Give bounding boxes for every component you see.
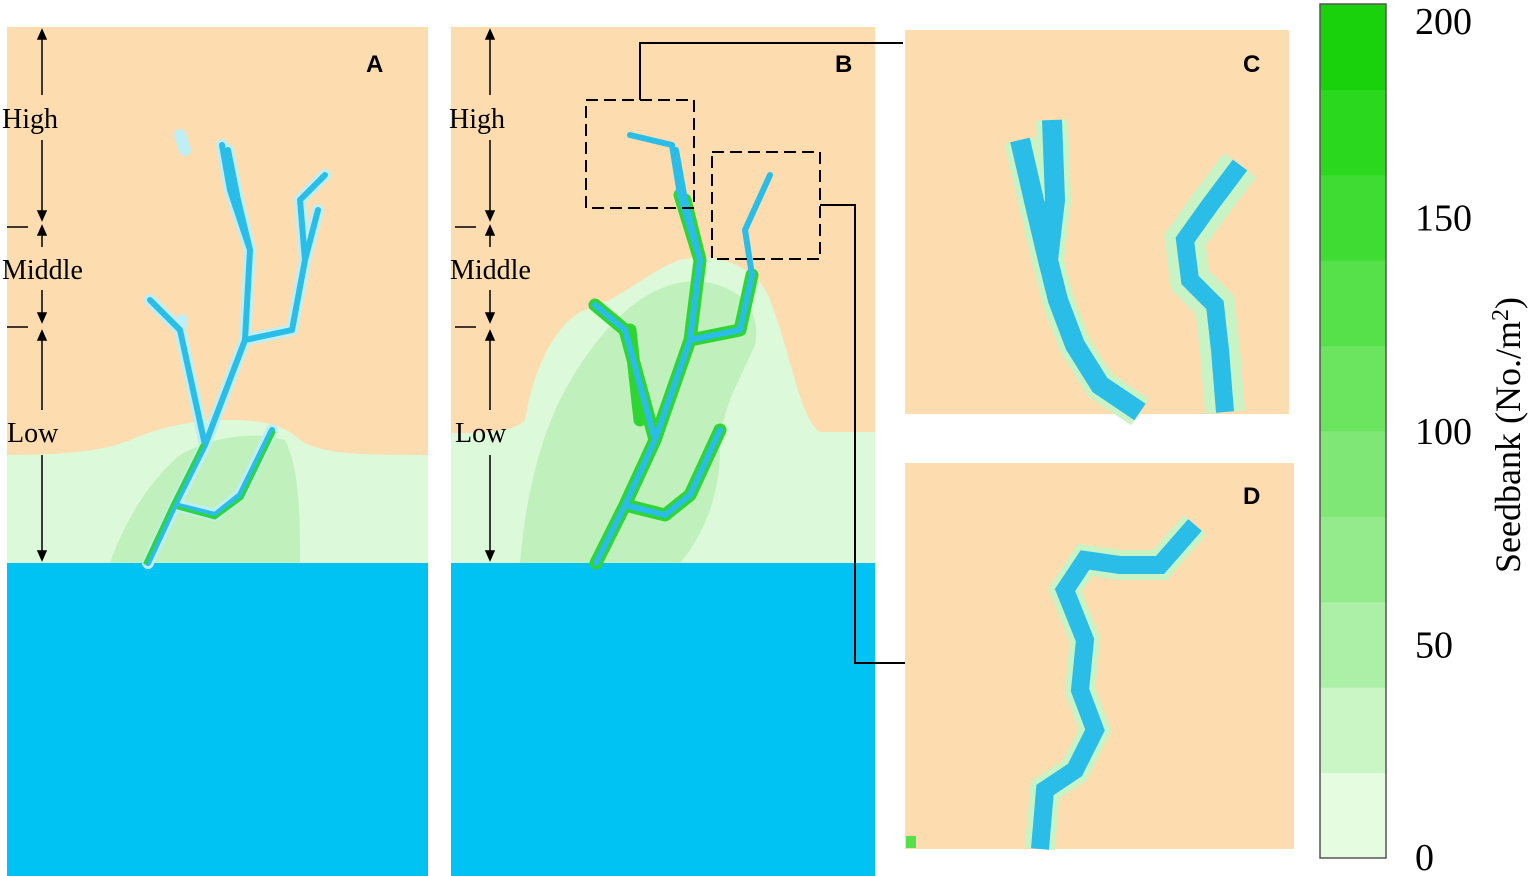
connector-d <box>820 204 905 664</box>
colorbar-level-band <box>1320 345 1386 432</box>
colorbar-level-band <box>1320 772 1386 859</box>
panel-d-letter: D <box>1243 483 1260 510</box>
panel-b-zoom-box-d <box>711 151 821 260</box>
panel-b-zone-arrows <box>455 28 496 562</box>
panel-d-creeks <box>1025 515 1207 851</box>
colorbar-level-band <box>1320 516 1386 603</box>
colorbar-label: Seedbank (No./m2) <box>1488 297 1528 573</box>
colorbar-tick-label: 150 <box>1415 198 1472 240</box>
colorbar-label-sup: 2 <box>1488 309 1514 321</box>
panel-a-sea <box>7 563 428 876</box>
colorbar-ticks: 200 150 100 50 0 <box>1415 1 1472 876</box>
zoom-connectors <box>639 42 905 664</box>
colorbar-tick-label: 200 <box>1415 1 1472 43</box>
panel-d-creek <box>1031 519 1202 850</box>
panel-c: C <box>905 30 1289 426</box>
colorbar-level-band <box>1320 260 1386 347</box>
colorbar-tick-label: 50 <box>1415 625 1453 667</box>
colorbar-level-band <box>1320 174 1386 261</box>
panel-a: A High Middle Low <box>2 27 428 876</box>
colorbar-level-band <box>1320 601 1386 688</box>
panel-b-label-low: Low <box>455 418 507 449</box>
panel-a-label-middle: Middle <box>2 255 83 286</box>
colorbar-frame <box>1319 3 1387 859</box>
colorbar-levels <box>1320 4 1386 859</box>
panel-b-label-middle: Middle <box>450 255 531 286</box>
panel-a-vegetation-edge <box>143 430 276 565</box>
colorbar-level-band <box>1320 431 1386 517</box>
colorbar-label-text: Seedbank (No./m <box>1488 321 1528 573</box>
colorbar: 200 150 100 50 0 Seedbank (No./m2) <box>1319 1 1528 876</box>
panel-b-letter: B <box>835 51 852 78</box>
colorbar-level-band <box>1320 89 1386 176</box>
panel-c-creeks <box>1004 119 1256 426</box>
panel-a-creek-network <box>142 129 331 569</box>
panel-a-label-high: High <box>2 104 58 135</box>
colorbar-level-band <box>1320 687 1386 774</box>
panel-b: B High Middle Low <box>449 27 875 876</box>
colorbar-level-band <box>1320 4 1386 90</box>
colorbar-tick-label: 100 <box>1415 411 1472 453</box>
panel-a-letter: A <box>366 51 383 78</box>
panel-b-sea <box>451 563 875 876</box>
panel-d-upland <box>905 463 1294 849</box>
panel-d-corner-vegetation <box>906 836 916 848</box>
panel-c-letter: C <box>1243 51 1260 78</box>
panel-b-creek-network <box>588 132 773 570</box>
panel-a-creek-core <box>145 142 328 566</box>
panel-b-creek-core <box>592 132 773 566</box>
panel-d: D <box>905 463 1294 851</box>
panel-a-zone-arrows <box>7 28 48 562</box>
colorbar-label-close: ) <box>1488 297 1528 309</box>
connector-c <box>639 42 903 100</box>
panel-c-creek-right <box>1175 159 1248 413</box>
panel-a-label-low: Low <box>7 418 59 449</box>
panel-c-creek-left <box>1010 119 1146 421</box>
colorbar-tick-label: 0 <box>1415 837 1434 876</box>
panel-b-label-high: High <box>449 104 505 135</box>
